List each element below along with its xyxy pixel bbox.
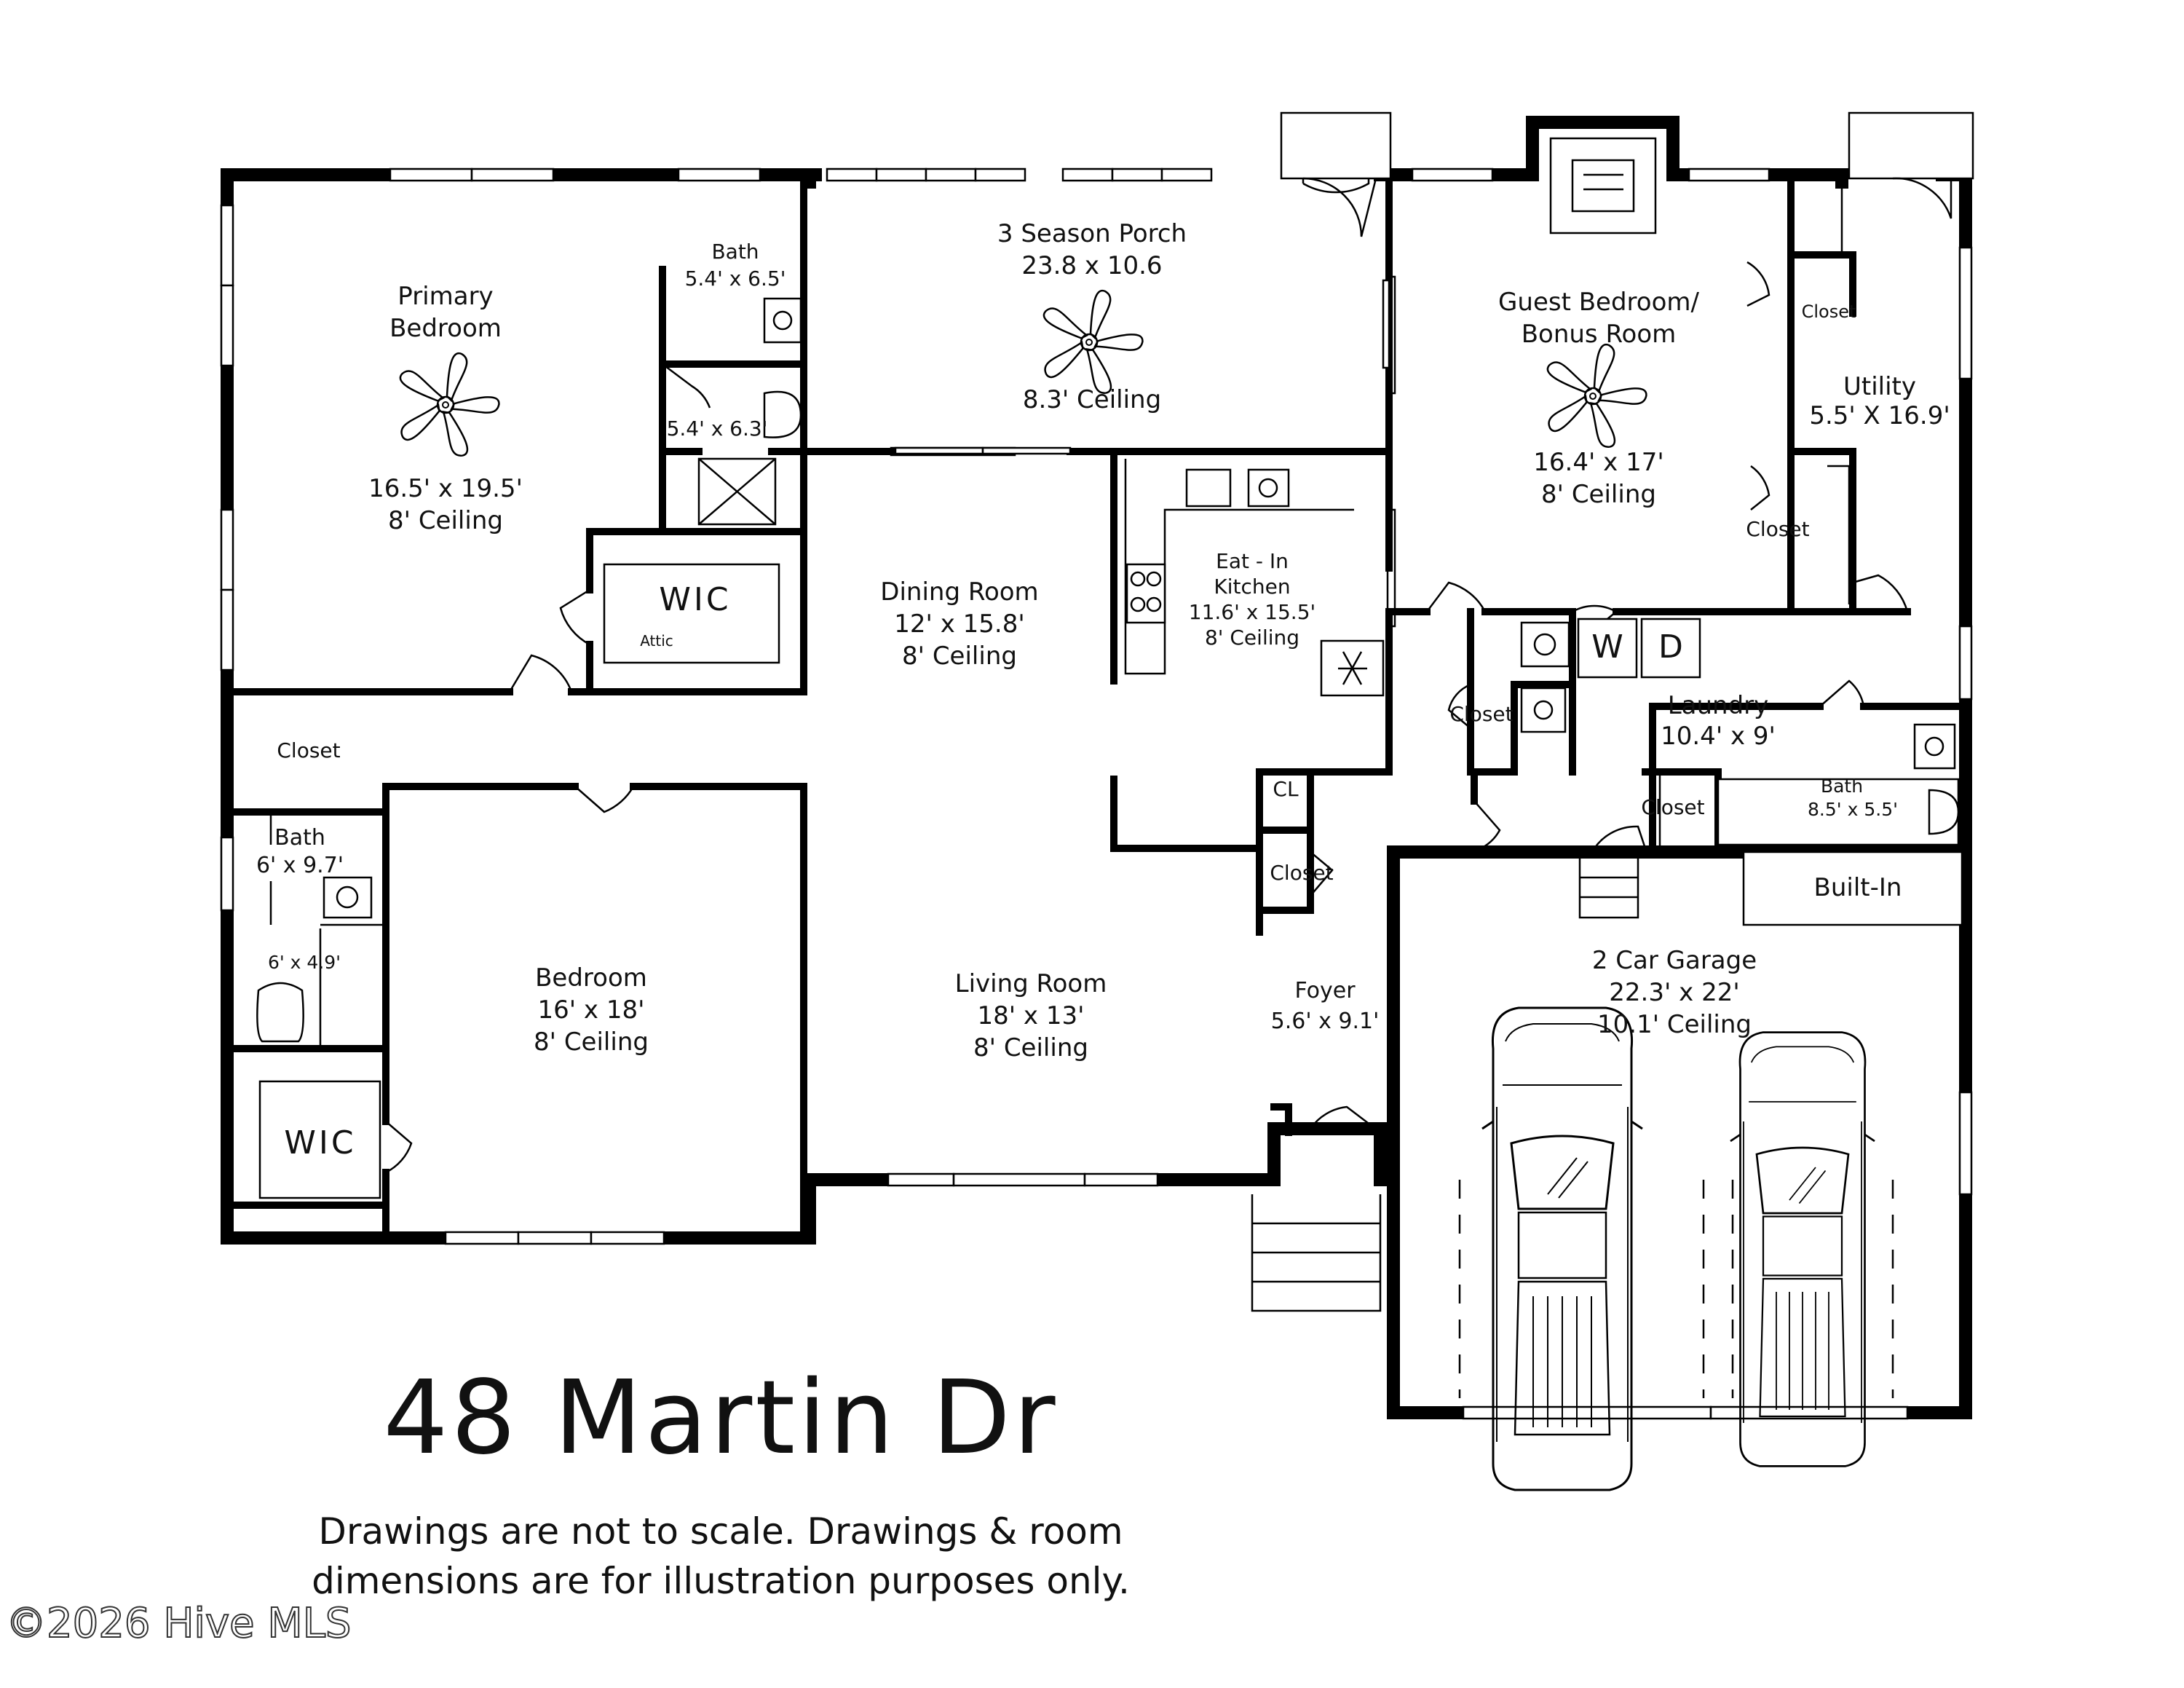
guest-bedroom-name: Bonus Room	[1522, 320, 1677, 349]
sink-icon	[1520, 621, 1570, 668]
bedroom-wic-name: WIC	[284, 1124, 356, 1162]
kitchen-name: Kitchen	[1214, 575, 1290, 599]
porch-name: 3 Season Porch	[997, 219, 1187, 248]
foyer-cl-label: CL	[1273, 777, 1299, 801]
doors	[385, 111, 1974, 1174]
garage-ceiling: 10.1' Ceiling	[1597, 1010, 1752, 1039]
washer-label: W	[1591, 628, 1623, 666]
porch-dims: 23.8 x 10.6	[1021, 251, 1162, 280]
car-icon	[1729, 1031, 1876, 1467]
stove-icon	[1125, 563, 1166, 624]
page-title: 48 Martin Dr	[383, 1359, 1058, 1478]
dishwasher-icon	[1185, 468, 1232, 508]
foyer-name: Foyer	[1294, 978, 1356, 1003]
toilet-icon	[1928, 789, 1960, 835]
washer-icon	[1577, 618, 1638, 679]
laundry-closet-label: Closet	[1641, 795, 1704, 819]
room-labels: Primary Bedroom 16.5' x 19.5' 8' Ceiling…	[256, 219, 1950, 1199]
sink-icon	[763, 297, 802, 344]
laundry-dims: 10.4' x 9'	[1661, 722, 1776, 751]
laundry-closet-label: Closet	[1449, 702, 1513, 726]
guest-bedroom-dims: 16.4' x 17'	[1533, 448, 1663, 477]
primary-bedroom-name: Primary	[397, 282, 493, 311]
sink-icon	[323, 876, 373, 919]
utility-name: Utility	[1843, 372, 1916, 401]
primary-bedroom-ceiling: 8' Ceiling	[388, 506, 503, 535]
living-room-ceiling: 8' Ceiling	[973, 1033, 1088, 1062]
disclaimer-line: dimensions are for illustration purposes…	[312, 1560, 1130, 1602]
living-room-dims: 18' x 13'	[978, 1001, 1085, 1030]
east-bath-name: Bath	[1821, 776, 1863, 797]
ceiling-fan-icon	[1544, 344, 1648, 450]
dryer-icon	[1640, 618, 1701, 679]
laundry-name: Laundry	[1668, 691, 1769, 720]
dining-room-ceiling: 8' Ceiling	[902, 642, 1017, 671]
sink-icon	[1520, 687, 1567, 733]
interior-walls	[223, 171, 1969, 1242]
porch-ceiling: 8.3' Ceiling	[1023, 385, 1161, 414]
toilet-icon	[256, 982, 304, 1043]
sink-icon	[1913, 723, 1956, 770]
east-bath-dims: 8.5' x 5.5'	[1808, 799, 1898, 820]
west-closet-label: Closet	[277, 738, 340, 762]
garage-builtin-label: Built-In	[1814, 873, 1902, 902]
guest-bedroom-ceiling: 8' Ceiling	[1541, 480, 1656, 509]
bedroom-dims: 16' x 18'	[538, 995, 645, 1025]
kitchen-ceiling: 8' Ceiling	[1205, 626, 1299, 650]
utility-dims: 5.5' X 16.9'	[1809, 401, 1950, 430]
west-bath-dims: 6' x 9.7'	[256, 853, 344, 878]
guest-bedroom-name: Guest Bedroom/	[1498, 288, 1699, 317]
bedroom-ceiling: 8' Ceiling	[534, 1028, 649, 1057]
west-bath-name: Bath	[274, 825, 325, 851]
garage-dims: 22.3' x 22'	[1609, 978, 1739, 1007]
primary-bath-name: Bath	[711, 240, 759, 264]
living-room-name: Living Room	[955, 969, 1107, 998]
kitchen-dims: 11.6' x 15.5'	[1189, 600, 1315, 624]
attic-label: Attic	[640, 632, 673, 650]
dryer-label: D	[1658, 628, 1683, 666]
disclaimer-line: Drawings are not to scale. Drawings & ro…	[318, 1510, 1123, 1553]
kitchen-name: Eat - In	[1216, 549, 1289, 573]
exterior-windows	[220, 167, 1973, 1420]
ceiling-fan-icon	[397, 353, 501, 459]
garage-guides	[1458, 1180, 1894, 1398]
toilet-icon	[763, 390, 802, 438]
primary-bedroom-name: Bedroom	[389, 314, 502, 343]
primary-shower-dims: 5.4' x 6.3'	[667, 417, 768, 441]
utility-closet-label: Closet	[1802, 301, 1856, 322]
snowflake-icon	[1338, 651, 1367, 685]
foyer-dims: 5.6' x 9.1'	[1271, 1009, 1380, 1034]
west-shower-dims: 6' x 4.9'	[268, 952, 341, 973]
primary-wic-name: WIC	[659, 581, 731, 618]
dining-room-dims: 12' x 15.8'	[894, 610, 1024, 639]
partitions	[269, 186, 1963, 1049]
foyer-closet-label: Closet	[1270, 861, 1333, 885]
primary-bedroom-dims: 16.5' x 19.5'	[368, 474, 523, 503]
fireplace	[1549, 137, 1657, 234]
ceiling-fan-icon	[1040, 291, 1144, 396]
stairs	[1251, 856, 1639, 1312]
dining-room-name: Dining Room	[880, 577, 1038, 607]
garage-name: 2 Car Garage	[1592, 946, 1757, 975]
utility-closet-label: Closet	[1746, 517, 1809, 541]
bedroom-name: Bedroom	[535, 963, 647, 993]
sliding-doors	[894, 279, 1390, 455]
primary-bath-dims: 5.4' x 6.5'	[685, 267, 786, 291]
watermark: ©2026 Hive MLS	[6, 1600, 351, 1647]
sink-icon	[1247, 468, 1290, 508]
